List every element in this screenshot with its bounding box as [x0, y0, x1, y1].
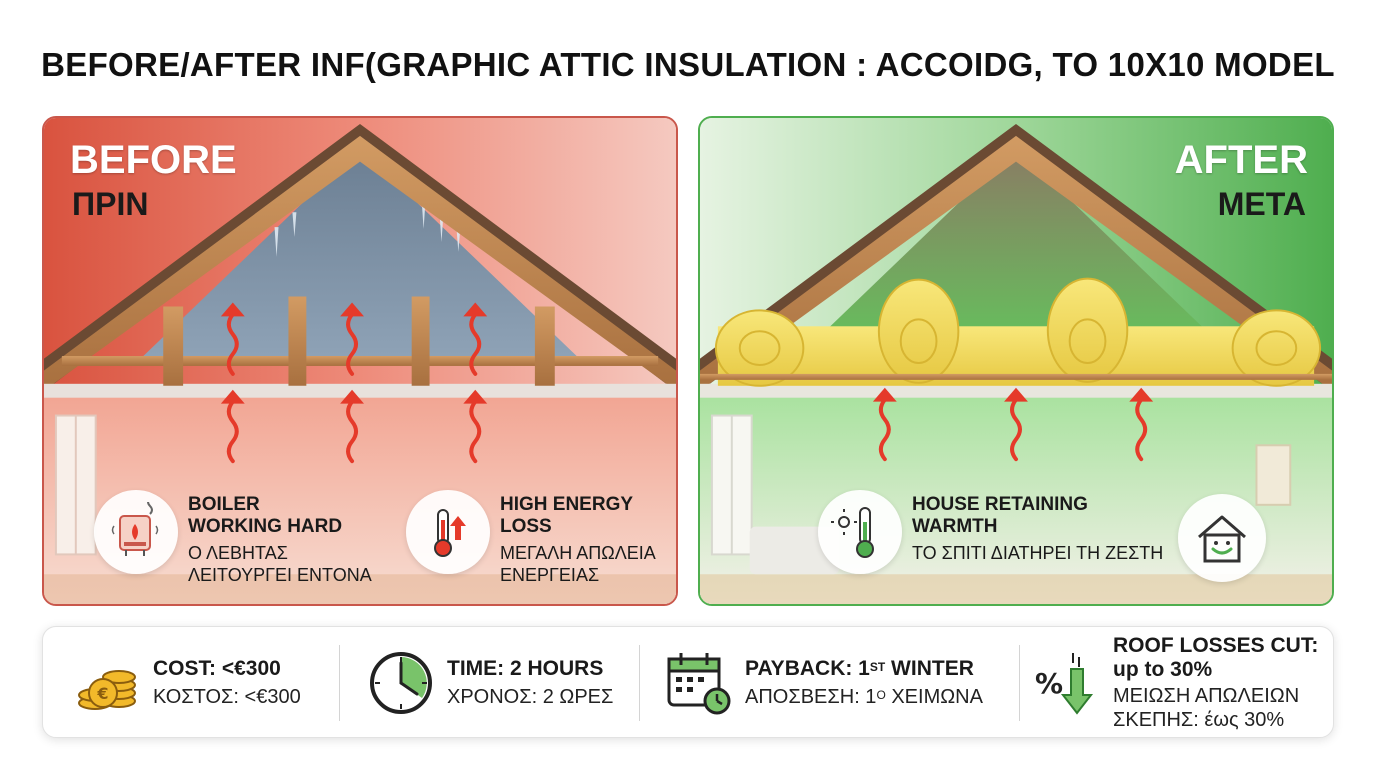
stats-bar: € COST: <€300 ΚΟΣΤΟΣ: <€300 — [42, 626, 1334, 738]
cost-label: COST: <€300 — [153, 657, 281, 680]
boiler-greek-2: ΛΕΙΤΟΥΡΓΕΙ ΕΝΤΟΝΑ — [188, 565, 372, 585]
roof-losses-label-1: ROOF LOSSES CUT: — [1113, 634, 1319, 657]
roof-losses-greek-2: ΣΚΕΠΗΣ: έως 30% — [1113, 709, 1285, 731]
clock-icon — [367, 649, 435, 717]
calendar-icon — [665, 649, 733, 717]
energy-loss-feature: HIGH ENERGY LOSS ΜΕΓΑΛΗ ΑΠΩΛΕΙΑ ΕΝΕΡΓΕΙΑ… — [406, 490, 656, 586]
divider — [639, 645, 640, 721]
after-label-greek: ΜΕΤΑ — [1217, 186, 1306, 222]
cost-label-greek: ΚΟΣΤΟΣ: <€300 — [153, 686, 301, 708]
payback-label: PAYBACK: 1ST WINTER — [745, 657, 974, 680]
boiler-icon — [94, 490, 178, 574]
warmth-title-1: HOUSE RETAINING — [912, 494, 1088, 515]
boiler-greek-1: Ο ΛΕΒΗΤΑΣ — [188, 543, 288, 563]
warmth-title-2: WARMTH — [912, 516, 998, 537]
divider — [1019, 645, 1020, 721]
boiler-title-2: WORKING HARD — [188, 516, 343, 537]
warmth-greek: ΤΟ ΣΠΙΤΙ ΔΙΑΤΗΡΕΙ ΤΗ ΖΕΣΤΗ — [912, 543, 1164, 563]
roof-losses-greek-1: ΜΕΙΩΣΗ ΑΠΩΛΕΙΩΝ — [1113, 685, 1300, 707]
energy-greek-1: ΜΕΓΑΛΗ ΑΠΩΛΕΙΑ — [500, 543, 656, 563]
page-title: BEFORE/AFTER INF(GRAPHIC ATTIC INSULATIO… — [41, 46, 1335, 83]
before-label-greek: ΠΡΙΝ — [72, 186, 149, 222]
after-panel: AFTER ΜΕΤΑ HOUSE RETAINING WARMTH ΤΟ ΣΠΙ… — [698, 116, 1334, 606]
after-label: AFTER — [1174, 138, 1308, 182]
happy-house-icon — [1178, 494, 1266, 582]
warmth-feature: HOUSE RETAINING WARMTH ΤΟ ΣΠΙΤΙ ΔΙΑΤΗΡΕΙ… — [818, 490, 1163, 574]
energy-greek-2: ΕΝΕΡΓΕΙΑΣ — [500, 565, 600, 585]
before-panel: BEFORE ΠΡΙΝ BOILER WORKING HARD Ο ΛΕΒΗΤΑ… — [42, 116, 678, 606]
energy-title-2: LOSS — [500, 516, 552, 537]
boiler-feature: BOILER WORKING HARD Ο ΛΕΒΗΤΑΣ ΛΕΙΤΟΥΡΓΕΙ… — [94, 490, 372, 586]
time-label-greek: ΧΡΟΝΟΣ: 2 ΩΡΕΣ — [447, 686, 614, 708]
payback-label-greek: ΑΠΟΣΒΕΣΗ: 1Ο ΧΕΙΜΩΝΑ — [745, 686, 983, 708]
time-label: TIME: 2 HOURS — [447, 657, 604, 680]
energy-title-1: HIGH ENERGY — [500, 494, 634, 515]
boiler-title-1: BOILER — [188, 494, 260, 515]
percent-down-icon: % — [1033, 649, 1101, 717]
stat-payback: PAYBACK: 1ST WINTER ΑΠΟΣΒΕΣΗ: 1Ο ΧΕΙΜΩΝΑ — [665, 627, 983, 739]
stat-cost: € COST: <€300 ΚΟΣΤΟΣ: <€300 — [73, 627, 301, 739]
divider — [339, 645, 340, 721]
thermometer-sun-icon — [818, 490, 902, 574]
coins-euro-icon: € — [73, 649, 141, 717]
svg-text:€: € — [96, 684, 108, 703]
happy-house-feature — [1178, 494, 1266, 582]
stat-time: TIME: 2 HOURS ΧΡΟΝΟΣ: 2 ΩΡΕΣ — [367, 627, 613, 739]
stat-roof-losses: % ROOF LOSSES CUT: up to 30% ΜΕΙΩΣΗ ΑΠΩΛ… — [1033, 627, 1318, 739]
thermometer-rising-icon — [406, 490, 490, 574]
before-label: BEFORE — [70, 138, 237, 182]
svg-text:%: % — [1035, 667, 1063, 700]
roof-losses-label-2: up to 30% — [1113, 658, 1213, 681]
